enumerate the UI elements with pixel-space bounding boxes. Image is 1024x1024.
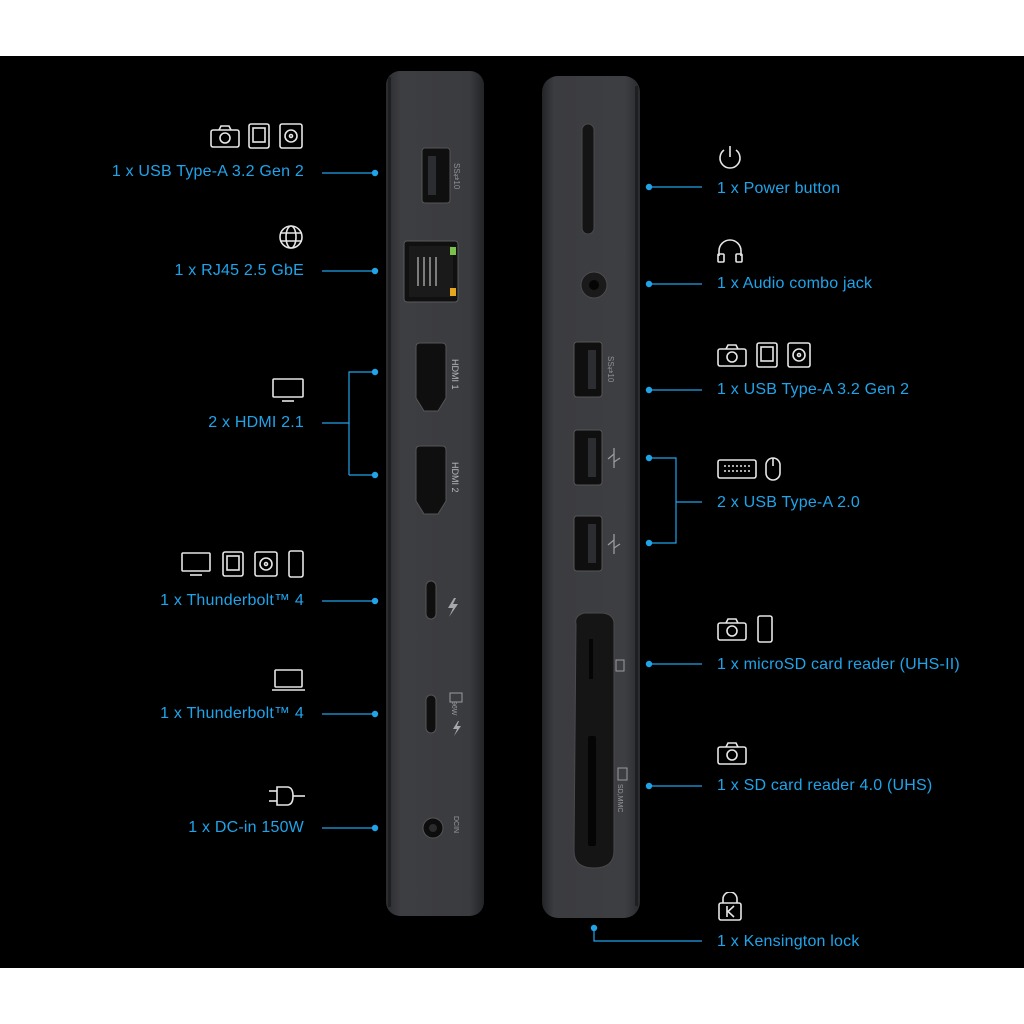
label-audio-jack: 1 x Audio combo jack (717, 275, 873, 292)
dock-left-side: SS⇄10 HDMI 1 HDMI 2 96W DCIN (386, 71, 484, 916)
svg-text:DCIN: DCIN (452, 816, 459, 833)
label-kensington: 1 x Kensington lock (717, 933, 860, 950)
power-button (581, 123, 595, 235)
external-drive-icon (222, 551, 244, 577)
mouse-icon (765, 457, 781, 481)
label-usb2: 2 x USB Type-A 2.0 (717, 494, 860, 511)
camera-icon (210, 125, 240, 148)
laptop-icon (272, 669, 305, 691)
label-microsd: 1 x microSD card reader (UHS-II) (717, 656, 960, 673)
sd-slot (588, 736, 596, 846)
product-infographic: SS⇄10 HDMI 1 HDMI 2 96W DCIN (0, 56, 1024, 968)
label-dc-in: 1 x DC-in 150W (188, 819, 304, 836)
monitor-icon (272, 378, 304, 402)
globe-icon (279, 225, 303, 249)
camera-icon (717, 344, 747, 367)
microsd-slot (589, 639, 593, 679)
svg-text:SS⇄10: SS⇄10 (606, 356, 615, 383)
phone-icon (757, 615, 773, 643)
hard-disk-icon (254, 551, 278, 577)
label-usb-a-right: 1 x USB Type-A 3.2 Gen 2 (717, 381, 910, 398)
usb-a-port (421, 147, 451, 204)
usb2-icons (717, 457, 781, 481)
camera-icon (717, 742, 747, 765)
svg-text:HDMI 2: HDMI 2 (450, 462, 460, 493)
label-rj45: 1 x RJ45 2.5 GbE (174, 262, 304, 279)
hdmi-port-1 (415, 342, 447, 412)
svg-text:HDMI 1: HDMI 1 (450, 359, 460, 390)
power-icon (719, 146, 741, 169)
microsd-icons (717, 615, 773, 643)
usb-a-right-icons (717, 342, 811, 368)
external-drive-icon (248, 123, 270, 149)
thunderbolt-port-1 (425, 580, 437, 620)
usb-a2-port-1 (573, 429, 603, 486)
svg-text:SS⇄10: SS⇄10 (452, 163, 461, 190)
hdmi-port-2 (415, 445, 447, 515)
label-thunderbolt-1: 1 x Thunderbolt™ 4 (160, 592, 304, 609)
usb-a-left-icons (210, 123, 303, 149)
svg-text:SD,MMC: SD,MMC (616, 784, 623, 812)
keyboard-icon (717, 459, 757, 479)
hard-disk-icon (787, 342, 811, 368)
kensington-lock-icon (718, 892, 742, 921)
rj45-port (403, 240, 459, 303)
connector-lines (322, 169, 702, 942)
label-usb-a-left: 1 x USB Type-A 3.2 Gen 2 (111, 163, 304, 180)
label-hdmi: 2 x HDMI 2.1 (208, 414, 304, 431)
label-power-button: 1 x Power button (717, 180, 841, 197)
camera-icon (717, 618, 747, 641)
thunderbolt-port-2 (425, 694, 437, 734)
svg-text:96W: 96W (450, 701, 457, 716)
label-thunderbolt-2: 1 x Thunderbolt™ 4 (160, 705, 304, 722)
hard-disk-icon (279, 123, 303, 149)
power-plug-icon (269, 786, 305, 806)
dock-right-side: SS⇄10 SD,MMC (542, 76, 640, 918)
tb4-display-icons (181, 550, 304, 578)
usb-a2-port-2 (573, 515, 603, 572)
label-sd-card: 1 x SD card reader 4.0 (UHS) (717, 777, 933, 794)
phone-icon (288, 550, 304, 578)
external-drive-icon (756, 342, 778, 368)
monitor-icon (181, 552, 211, 576)
headphones-icon (717, 239, 743, 263)
usb-a-port (573, 341, 603, 398)
